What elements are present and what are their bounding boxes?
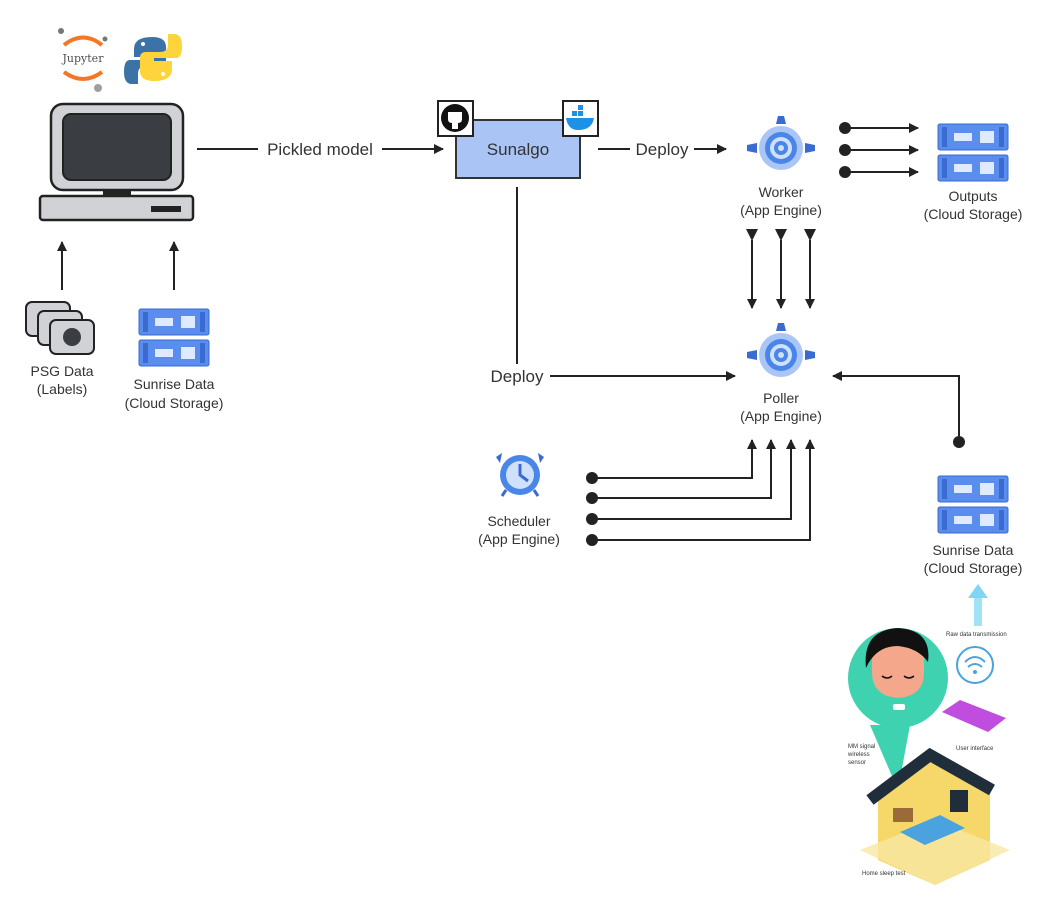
raw-data-upload-arrow (968, 584, 988, 626)
outputs-storage-icon (937, 123, 1009, 182)
raw-data-label: Raw data transmission (946, 632, 1007, 638)
user-interface-label: User interface (956, 746, 994, 752)
worker-label-1: Worker (759, 184, 804, 200)
github-icon (437, 100, 474, 137)
docker-icon (562, 100, 599, 137)
sunrise-right-storage-icon (937, 475, 1009, 534)
outputs-label-1: Outputs (948, 188, 997, 204)
sensor-label-2: wireless (847, 752, 870, 758)
sunrise-left-storage-icon (138, 308, 210, 367)
jupyter-wordmark: Jupyter (62, 52, 105, 65)
sunrise-right-label-2: (Cloud Storage) (924, 560, 1023, 576)
pickled-model-label: Pickled model (267, 140, 373, 159)
scheduler-label-1: Scheduler (487, 513, 550, 529)
worker-label-2: (App Engine) (740, 202, 822, 218)
sunalgo-box (455, 119, 581, 179)
computer-icon (38, 102, 195, 222)
poller-app-engine-icon (747, 323, 815, 377)
psg-data-icon (25, 301, 95, 355)
worker-poller-edges (746, 229, 816, 309)
deploy-poller-label: Deploy (491, 367, 544, 386)
sunrise-left-label-1: Sunrise Data (134, 376, 215, 392)
scheduler-icon (496, 453, 544, 497)
home-sleep-test-illustration: Raw data transmission User interface MM … (847, 628, 1010, 885)
scheduler-label-2: (App Engine) (478, 531, 560, 547)
worker-app-engine-icon (747, 116, 815, 170)
sunalgo-label: Sunalgo (487, 140, 549, 159)
python-logo (124, 34, 182, 84)
poller-label-1: Poller (763, 390, 799, 406)
sunrise-right-label-1: Sunrise Data (933, 542, 1014, 558)
worker-outputs-edges (839, 122, 919, 178)
poller-label-2: (App Engine) (740, 408, 822, 424)
deploy-worker-label: Deploy (636, 140, 689, 159)
home-sleep-test-label: Home sleep test (862, 871, 906, 877)
outputs-label-2: (Cloud Storage) (924, 206, 1023, 222)
sunrise-poller-edge (832, 371, 965, 448)
psg-label-2: (Labels) (37, 381, 88, 397)
scheduler-poller-edges (586, 439, 815, 546)
sensor-label-3: sensor (848, 760, 866, 766)
jupyter-logo: Jupyter (58, 28, 108, 92)
sensor-label-1: MM signal (848, 744, 875, 750)
sunrise-left-label-2: (Cloud Storage) (125, 395, 224, 411)
psg-label-1: PSG Data (30, 363, 93, 379)
